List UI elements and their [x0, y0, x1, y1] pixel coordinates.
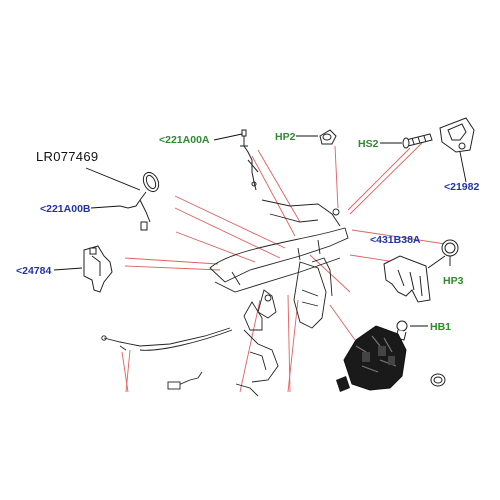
part-24784 — [83, 245, 113, 293]
door-latch-module — [336, 325, 407, 392]
part-221A00A — [240, 129, 259, 191]
callout-hs2[interactable]: HS2 — [358, 138, 379, 150]
callout-hp2[interactable]: HP2 — [275, 131, 296, 143]
part-431B38A — [383, 255, 431, 303]
callout-431B38A[interactable]: <431B38A — [370, 234, 421, 246]
part-hp3 — [441, 239, 459, 257]
callout-24784[interactable]: <24784 — [16, 265, 52, 277]
part-hp2 — [319, 129, 337, 145]
grommet — [430, 373, 446, 387]
callout-hb1[interactable]: HB1 — [430, 321, 452, 333]
wiring-harness — [167, 371, 203, 390]
callout-21982[interactable]: <21982 — [444, 181, 480, 193]
callout-221A00B[interactable]: <221A00B — [40, 203, 91, 215]
part-21982 — [439, 117, 475, 153]
part-hs2 — [402, 133, 433, 149]
handle-assembly — [209, 199, 349, 397]
callout-221A00A[interactable]: <221A00A — [159, 134, 210, 146]
part-number-label: LR077469 — [36, 149, 99, 164]
release-cable — [101, 327, 233, 351]
part-lr077469 — [119, 171, 160, 231]
callout-hp3[interactable]: HP3 — [443, 275, 464, 287]
label-leaders — [53, 133, 467, 327]
